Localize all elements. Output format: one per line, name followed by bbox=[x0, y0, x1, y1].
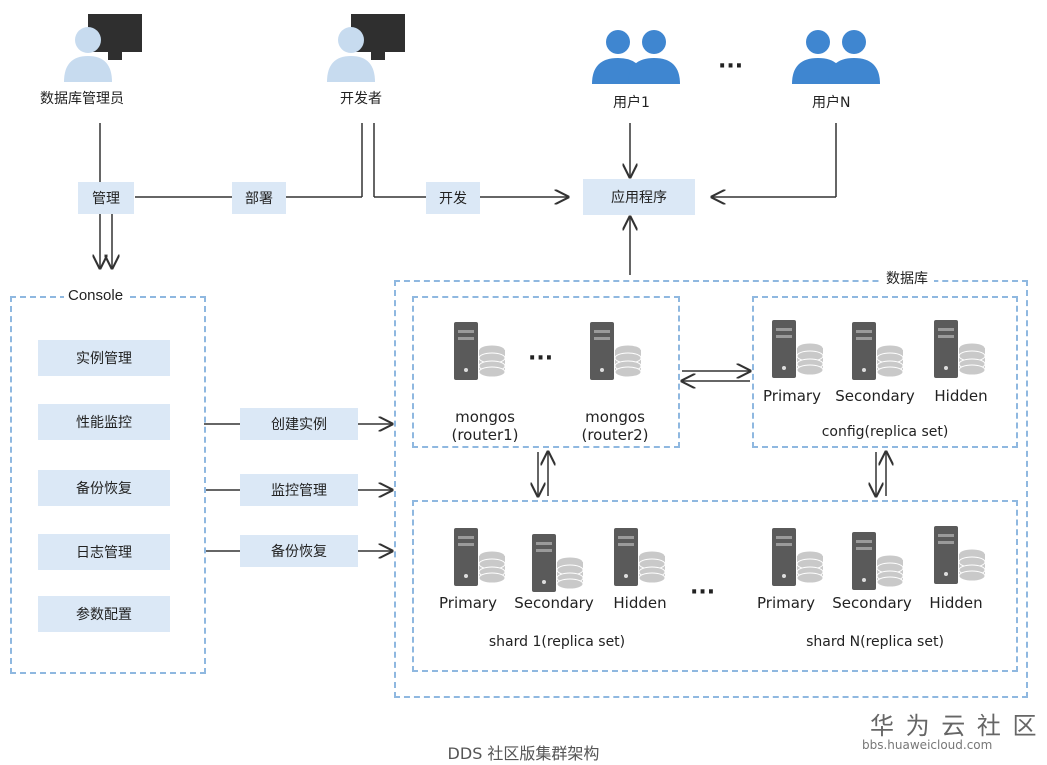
develop-tag: 开发 bbox=[426, 182, 480, 214]
console-item-instance: 实例管理 bbox=[38, 340, 170, 376]
console-item-params: 参数配置 bbox=[38, 596, 170, 632]
shardn-hidden-label: Hidden bbox=[929, 594, 983, 612]
usern-label: 用户N bbox=[812, 95, 851, 111]
mongos2-server-icon bbox=[590, 322, 642, 380]
console-item-performance: 性能监控 bbox=[38, 404, 170, 440]
mongos1-sub: (router1) bbox=[451, 426, 519, 444]
database-title: 数据库 bbox=[880, 268, 934, 288]
shardn-primary-server-icon bbox=[772, 528, 824, 586]
action-backup: 备份恢复 bbox=[240, 535, 358, 567]
shardn-primary-label: Primary bbox=[757, 594, 815, 612]
dba-icon bbox=[64, 14, 142, 82]
console-item-logs: 日志管理 bbox=[38, 534, 170, 570]
mongos1-server-icon bbox=[454, 322, 506, 380]
shard1-secondary-label: Secondary bbox=[514, 594, 594, 612]
shardn-hidden-server-icon bbox=[934, 526, 986, 584]
shard1-primary-server-icon bbox=[454, 528, 506, 586]
shard1-primary-label: Primary bbox=[439, 594, 497, 612]
action-monitor: 监控管理 bbox=[240, 474, 358, 506]
config-hidden-server-icon bbox=[934, 320, 986, 378]
shard1-hidden-server-icon bbox=[614, 528, 666, 586]
users-ellipsis: ··· bbox=[718, 54, 744, 79]
shardn-secondary-label: Secondary bbox=[832, 594, 912, 612]
mongos2-name: mongos bbox=[585, 408, 645, 426]
deploy-tag: 部署 bbox=[232, 182, 286, 214]
diagram-caption: DDS 社区版集群架构 bbox=[447, 744, 600, 763]
usern-icon bbox=[792, 30, 880, 84]
config-secondary-server-icon bbox=[852, 322, 904, 380]
application-box: 应用程序 bbox=[583, 179, 695, 215]
shard1-group-label: shard 1(replica set) bbox=[488, 634, 626, 650]
manage-tag: 管理 bbox=[78, 182, 134, 214]
action-create-instance: 创建实例 bbox=[240, 408, 358, 440]
shard-group bbox=[412, 500, 1018, 672]
shard1-hidden-label: Hidden bbox=[613, 594, 667, 612]
developer-label: 开发者 bbox=[340, 91, 382, 107]
config-secondary-label: Secondary bbox=[835, 387, 915, 405]
shardn-secondary-server-icon bbox=[852, 532, 904, 590]
watermark-url: bbs.huaweicloud.com bbox=[862, 738, 993, 752]
config-primary-label: Primary bbox=[763, 387, 821, 405]
dba-label: 数据库管理员 bbox=[40, 91, 124, 107]
shardn-group-label: shard N(replica set) bbox=[806, 634, 944, 650]
mongos-ellipsis: ··· bbox=[528, 346, 554, 371]
mongos2-sub: (router2) bbox=[581, 426, 649, 444]
user1-label: 用户1 bbox=[613, 95, 650, 111]
config-hidden-label: Hidden bbox=[934, 387, 988, 405]
watermark-title: 华 为 云 社 区 bbox=[870, 712, 1039, 740]
config-primary-server-icon bbox=[772, 320, 824, 378]
database-panel bbox=[394, 280, 1028, 698]
console-title: Console bbox=[64, 287, 128, 304]
mongos-group bbox=[412, 296, 680, 448]
config-group bbox=[752, 296, 1018, 448]
shard1-secondary-server-icon bbox=[532, 534, 584, 592]
user1-icon bbox=[592, 30, 680, 84]
developer-icon bbox=[327, 14, 405, 82]
console-item-backup: 备份恢复 bbox=[38, 470, 170, 506]
config-group-label: config(replica set) bbox=[821, 424, 949, 440]
shard-ellipsis: ··· bbox=[690, 580, 716, 605]
mongos1-name: mongos bbox=[455, 408, 515, 426]
